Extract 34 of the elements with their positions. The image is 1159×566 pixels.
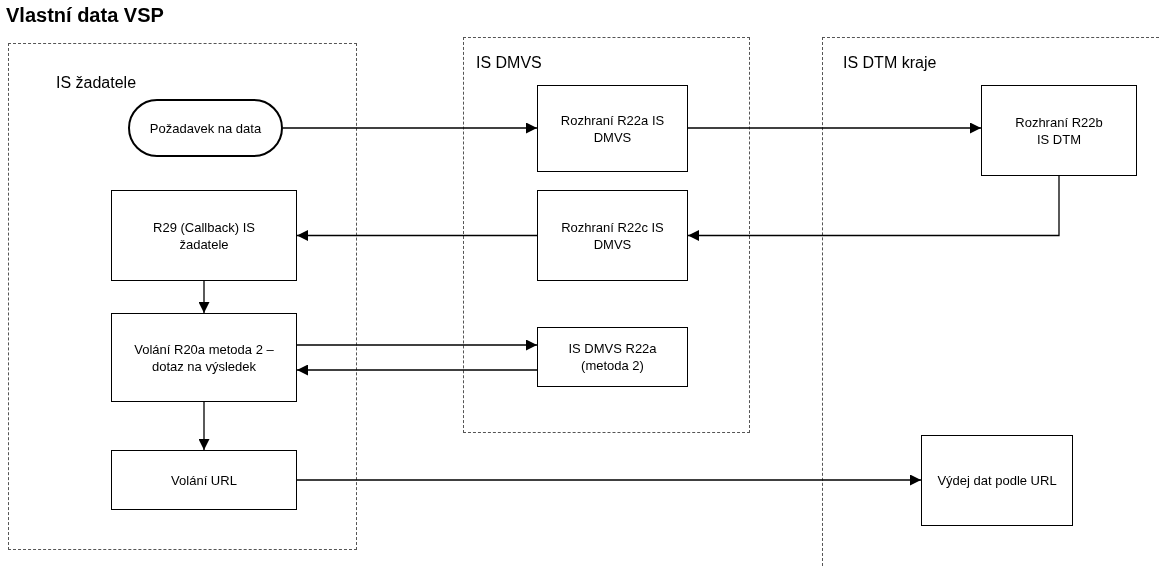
process-box <box>111 190 297 281</box>
terminal-box <box>128 99 283 157</box>
arrow <box>198 280 210 314</box>
process-box <box>981 85 1137 176</box>
group-label: IS žadatele <box>56 74 137 92</box>
arrow <box>296 339 538 351</box>
process-box <box>921 435 1073 526</box>
box-label: Rozhraní R22c IS DMVS <box>560 218 665 253</box>
group-label: IS DMVS <box>476 54 542 72</box>
dashed-group-frame <box>822 37 1159 566</box>
arrow <box>296 230 538 241</box>
arrow <box>198 401 210 451</box>
box-label: Volání R20a metoda 2 – dotaz na výsledek <box>133 340 275 375</box>
arrow <box>687 122 982 134</box>
process-box <box>537 190 688 281</box>
box-label: Požadavek na data <box>149 119 262 137</box>
arrow <box>282 122 538 134</box>
arrow <box>687 175 1060 241</box>
box-label: Volání URL <box>171 471 237 489</box>
group-label: IS DTM kraje <box>843 54 937 72</box>
process-box <box>111 313 297 402</box>
box-label: IS DMVS R22a (metoda 2) <box>567 340 658 374</box>
dashed-group-frame <box>8 43 357 550</box>
box-label: R29 (Callback) IS žadatele <box>152 218 256 253</box>
box-label: Rozhraní R22b IS DTM <box>1014 113 1104 148</box>
box-label: Výdej dat podle URL <box>937 472 1057 489</box>
dashed-group-frame <box>463 37 750 433</box>
process-box <box>537 85 688 172</box>
diagram-title: Vlastní data VSP <box>6 4 164 27</box>
arrow <box>296 364 538 376</box>
process-box <box>537 327 688 387</box>
arrow <box>296 474 922 486</box>
process-box <box>111 450 297 510</box>
box-label: Rozhraní R22a IS DMVS <box>560 111 665 146</box>
